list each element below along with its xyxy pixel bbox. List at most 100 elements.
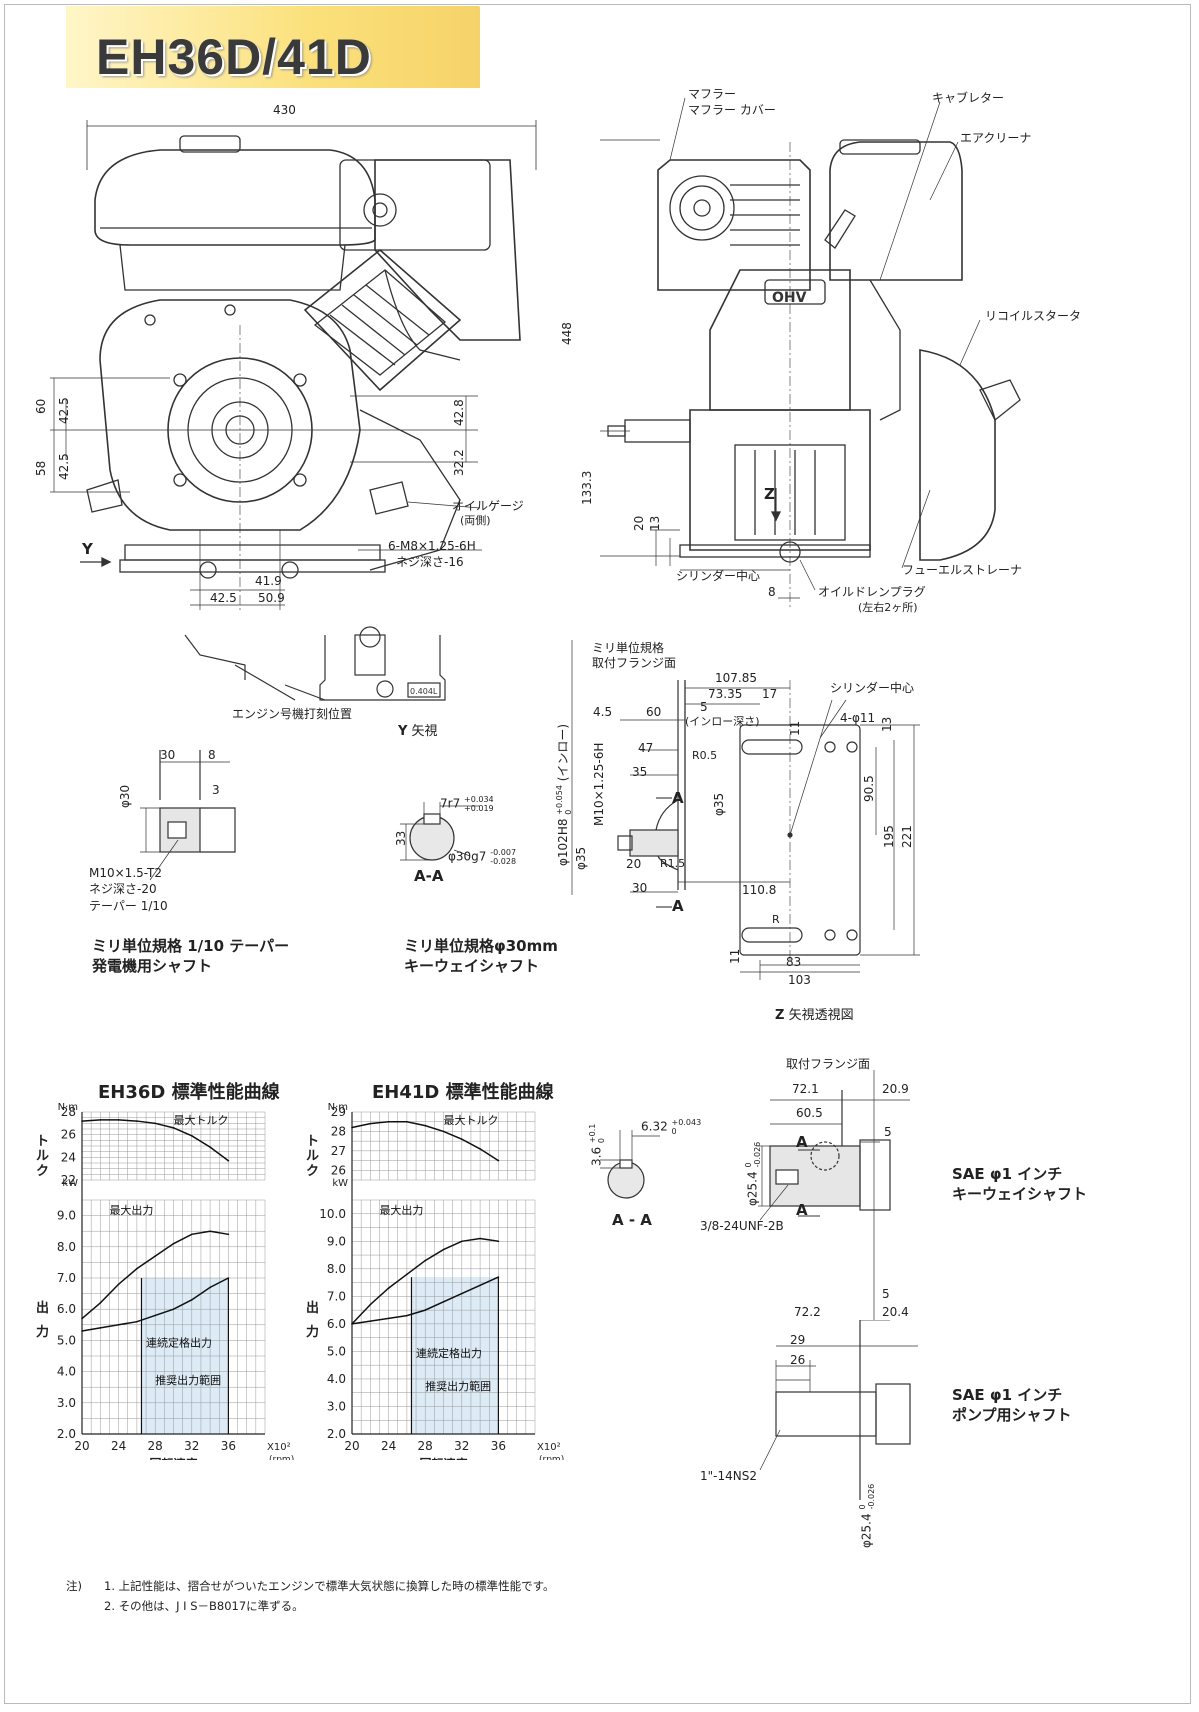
series-point xyxy=(442,1130,445,1133)
z-holes: 4-φ11 xyxy=(840,711,876,725)
series-point xyxy=(479,1148,481,1150)
taper-phi30: φ30 xyxy=(118,784,132,808)
torque-unit: N·m xyxy=(58,1102,78,1113)
power-tick-label: 8.0 xyxy=(57,1240,76,1254)
sae-section-a-top: A xyxy=(796,1133,808,1151)
power-tick-label: 7.0 xyxy=(57,1271,76,1285)
cylinder-center-label: シリンダー中心 xyxy=(676,569,761,583)
taper-shaft-caption: ミリ単位規格 1/10 テーパー発電機用シャフト xyxy=(92,937,290,976)
torque-tick-label: 28 xyxy=(331,1124,346,1138)
torque-axis-label: ル xyxy=(306,1149,319,1164)
dim-32-2: 32.2 xyxy=(452,449,466,476)
z-r0-5: R0.5 xyxy=(692,749,718,762)
fuel-strainer-label: フューエルストレーナ xyxy=(902,563,1023,577)
page-frame xyxy=(4,4,1191,1704)
z-dim-13: 13 xyxy=(880,716,894,732)
series-point xyxy=(117,1119,120,1121)
z-thread: M10×1.25-6H xyxy=(592,742,606,826)
dim-58: 58 xyxy=(34,460,48,476)
z-flange-label-1: ミリ単位規格 xyxy=(592,641,665,655)
z-dim-20: 20 xyxy=(626,857,642,871)
chart-eh41d-title: EH41D 標準性能曲線 xyxy=(372,1082,554,1103)
x-axis-label: 回転速度 xyxy=(149,1456,198,1460)
series-point xyxy=(461,1240,463,1243)
title-banner xyxy=(66,6,480,88)
series-point xyxy=(172,1127,175,1129)
series-point xyxy=(117,1324,120,1326)
series-point xyxy=(479,1237,481,1240)
torque-tick-label: 22 xyxy=(61,1173,76,1187)
z-dim-35: 35 xyxy=(632,765,648,779)
z-cylinder-center: シリンダー中心 xyxy=(830,681,915,695)
label-max-power: 最大出力 xyxy=(109,1203,153,1217)
power-axis-label: 出 xyxy=(306,1300,319,1316)
air-cleaner-label: エアクリーナ xyxy=(960,131,1032,145)
z-dim-73-35: 73.35 xyxy=(708,687,743,701)
x-axis-label: 回転速度 xyxy=(419,1456,468,1460)
series-point xyxy=(154,1255,156,1257)
dim-width-430: 430 xyxy=(273,103,296,117)
z-dim-47: 47 xyxy=(638,741,654,755)
oil-gauge-sub: (両側) xyxy=(460,514,491,527)
power-tick-label: 5.0 xyxy=(57,1333,76,1347)
series-point xyxy=(191,1299,193,1301)
z-dim-110-8: 110.8 xyxy=(742,883,777,897)
taper-ratio: テーパー 1/10 xyxy=(89,899,168,913)
z-dim-60: 60 xyxy=(646,705,662,719)
torque-tick-label: 24 xyxy=(61,1150,76,1164)
series-point xyxy=(351,1126,353,1129)
z-dim-83: 83 xyxy=(786,955,802,969)
dim-42-5-upper: 42.5 xyxy=(57,397,71,424)
series-point xyxy=(424,1259,426,1262)
label-continuous-power: 連続定格出力 xyxy=(416,1346,482,1360)
recommended-range-area xyxy=(411,1277,499,1434)
power-unit: kW xyxy=(62,1178,78,1189)
x-tick-label: 32 xyxy=(184,1439,199,1453)
x-tick-label: 24 xyxy=(111,1439,126,1453)
y-view-arrow-label: Y xyxy=(82,540,93,558)
sae-key-shaft-drawing xyxy=(600,1070,910,1320)
front-view-drawing xyxy=(50,120,537,610)
series-point xyxy=(136,1267,138,1270)
z-spigot-depth: (インロー深さ) xyxy=(685,715,760,728)
series-point xyxy=(387,1287,390,1289)
power-tick-label: 5.0 xyxy=(327,1344,346,1358)
dim-20: 20 xyxy=(632,515,646,531)
series-point xyxy=(191,1233,193,1236)
z-dim-17: 17 xyxy=(762,687,778,701)
x-tick-label: 24 xyxy=(381,1439,396,1453)
key-dim-33: 33 xyxy=(394,830,408,846)
key-shaft-section xyxy=(400,802,480,861)
torque-axis-label: ト xyxy=(306,1134,319,1149)
power-tick-label: 2.0 xyxy=(327,1427,346,1441)
key-section-label: A-A xyxy=(414,867,444,885)
x-tick-label: 20 xyxy=(344,1439,359,1453)
muffler-cover-label: マフラー カバー xyxy=(688,103,776,117)
power-tick-label: 9.0 xyxy=(57,1209,76,1223)
dim-42-8: 42.8 xyxy=(452,399,466,426)
y-view-plate: 0.404L xyxy=(410,687,438,696)
x-unit: (rpm) xyxy=(269,1455,294,1460)
series-point xyxy=(461,1292,463,1295)
sae-flange-label: 取付フランジ面 xyxy=(786,1057,871,1071)
taper-dim-30: 30 xyxy=(160,748,176,762)
power-tick-label: 10.0 xyxy=(319,1207,346,1221)
x-tick-label: 28 xyxy=(418,1439,433,1453)
power-tick-label: 6.0 xyxy=(327,1317,346,1331)
series-point xyxy=(81,1317,83,1320)
series-point xyxy=(369,1122,372,1125)
series-point xyxy=(209,1146,211,1148)
pump-dim-29: 29 xyxy=(790,1333,806,1347)
dim-42-5-bottom: 42.5 xyxy=(210,591,237,605)
ohv-badge: OHV xyxy=(772,290,807,306)
series-point xyxy=(136,1320,138,1323)
dim-50-9: 50.9 xyxy=(258,591,285,605)
z-r1-5: R1.5 xyxy=(660,857,686,870)
series-point xyxy=(369,1303,372,1306)
torque-tick-label: 26 xyxy=(331,1163,346,1177)
page-title: EH36D/41D xyxy=(96,29,372,85)
series-point xyxy=(406,1120,408,1123)
